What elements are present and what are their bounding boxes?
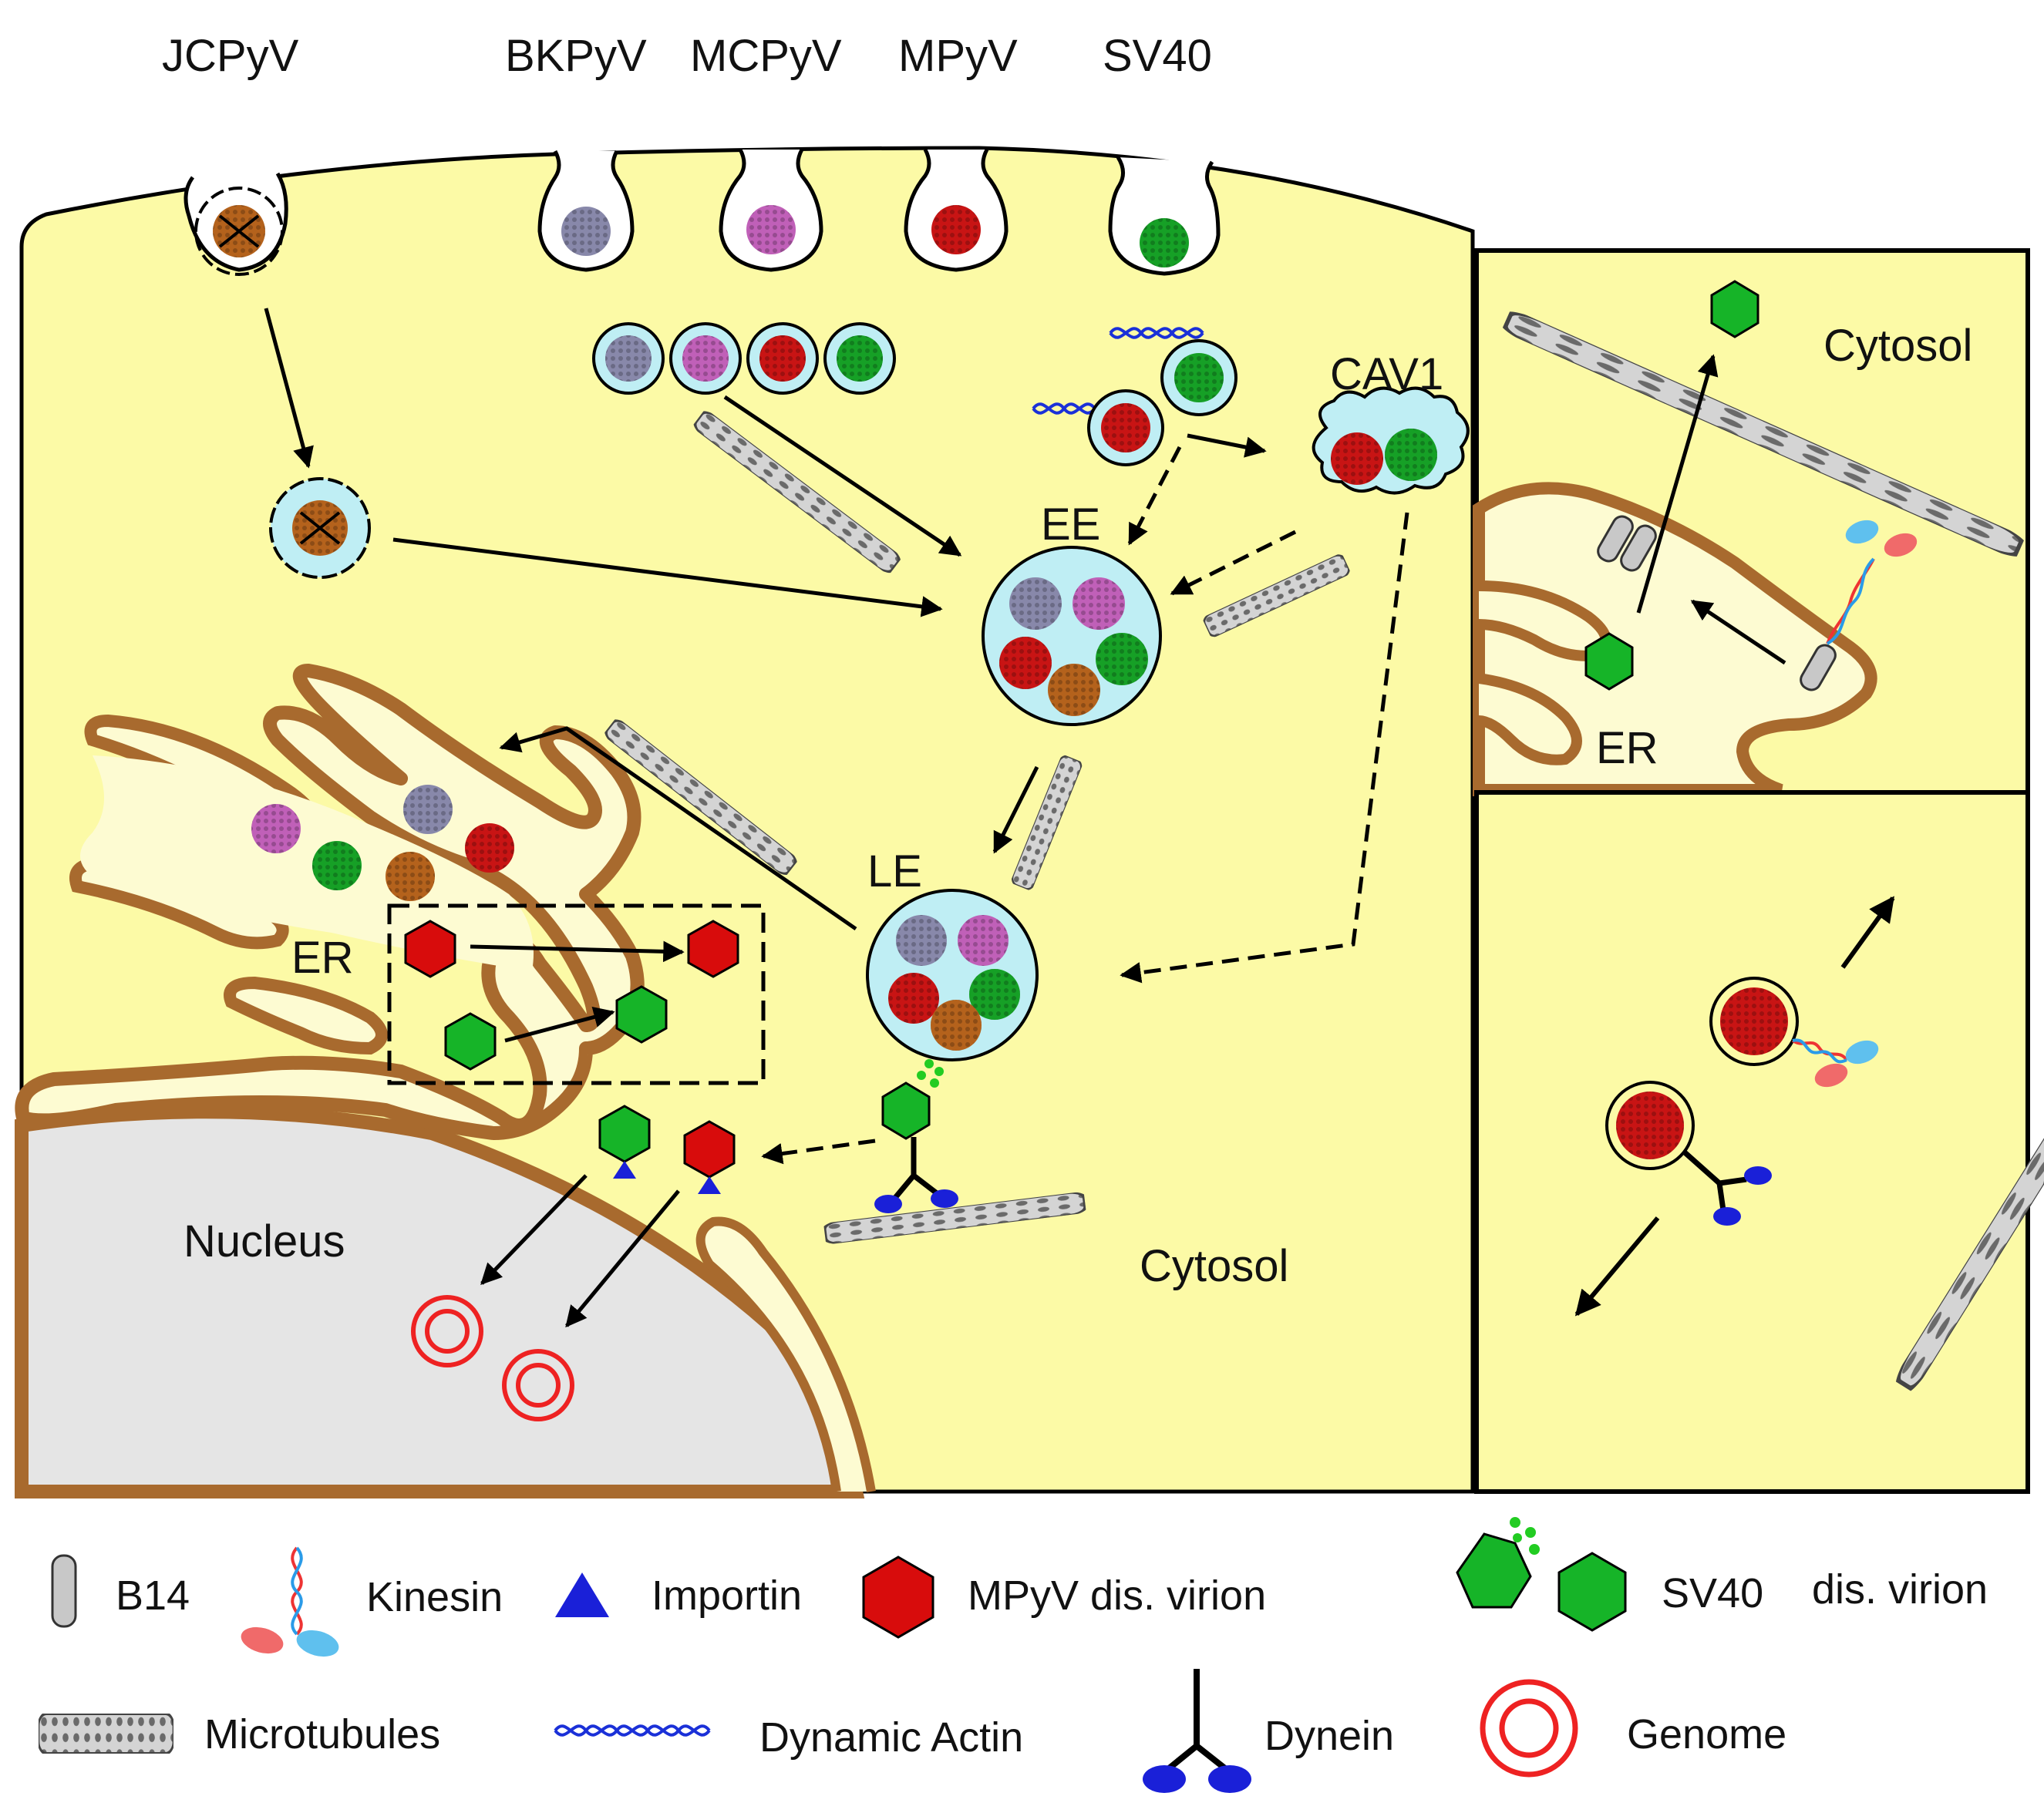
label-er: ER xyxy=(291,933,354,983)
legend-microtubule-icon xyxy=(39,1714,173,1754)
b14-channel xyxy=(1597,515,1657,572)
inset-bottom-panel xyxy=(1474,790,2044,1494)
sv40-hexagon-2 xyxy=(615,985,668,1044)
er-lumen-fill xyxy=(80,755,534,971)
legend-dis-virion-label: dis. virion xyxy=(1812,1566,1988,1613)
label-mcpyv: MCPyV xyxy=(690,31,842,81)
label-nucleus: Nucleus xyxy=(184,1216,345,1266)
inset-sv40-hexagon-cytosol xyxy=(1710,280,1759,338)
inset-label-cytosol: Cytosol xyxy=(1823,321,1972,371)
importin-2 xyxy=(698,1176,721,1194)
label-le: LE xyxy=(867,846,922,896)
legend-kinesin-icon xyxy=(241,1546,339,1657)
label-sv40: SV40 xyxy=(1103,31,1212,81)
inset-label-er: ER xyxy=(1596,723,1658,773)
label-jcpyv: JCPyV xyxy=(162,31,299,81)
legend-mpyv-hexagon-icon xyxy=(862,1556,934,1639)
legend-mpyv-label: MPyV dis. virion xyxy=(968,1572,1266,1619)
legend: B14 Kinesin Importin MPyV dis. virion SV… xyxy=(39,1517,1988,1793)
legend-dynein-icon xyxy=(1143,1669,1251,1793)
sv40-hexagon-1 xyxy=(444,1012,497,1071)
legend-microtubules-label: Microtubules xyxy=(204,1711,440,1758)
late-endosome xyxy=(866,889,1039,1061)
genome-1 xyxy=(411,1295,483,1367)
legend-importin-label: Importin xyxy=(652,1572,802,1619)
legend-sv40-label: SV40 xyxy=(1662,1570,1763,1616)
legend-genome-label: Genome xyxy=(1627,1711,1786,1758)
er-virions xyxy=(251,785,514,901)
inset-vesicle-kinesin xyxy=(1709,977,1879,1088)
sv40-dynein-complex xyxy=(874,1059,958,1213)
label-bkpyv: BKPyV xyxy=(505,31,647,81)
legend-importin-icon xyxy=(555,1572,609,1617)
early-endosome xyxy=(982,546,1162,726)
jcpyv-clathrin-vesicle xyxy=(269,477,371,579)
er-disassembly-box xyxy=(387,903,766,1085)
importin-1 xyxy=(613,1161,636,1179)
label-mpyv: MPyV xyxy=(898,31,1018,81)
legend-genome-icon xyxy=(1480,1679,1578,1778)
legend-b14-icon xyxy=(51,1554,77,1628)
nuclear-envelope-pore xyxy=(695,1216,876,1493)
inset-top-panel: Cytosol ER xyxy=(1473,248,2030,796)
cav1-caveosome xyxy=(1312,386,1470,495)
inset-sv40-hexagon-er xyxy=(1584,632,1634,691)
jcpyv-clathrin-pit xyxy=(184,172,288,276)
legend-dynein-label: Dynein xyxy=(1264,1713,1394,1759)
legend-actin-icon xyxy=(554,1724,711,1737)
label-cav1: CAV1 xyxy=(1330,349,1443,399)
label-cytosol: Cytosol xyxy=(1140,1241,1288,1291)
inset-er xyxy=(1473,482,1877,796)
b14-on-er xyxy=(1800,644,1837,691)
legend-kinesin-label: Kinesin xyxy=(366,1574,503,1620)
inset-kinesin xyxy=(1826,520,1918,645)
actin-vesicles xyxy=(1032,327,1238,466)
er-fold-3 xyxy=(224,976,388,1055)
legend-b14-label: B14 xyxy=(116,1572,190,1619)
label-ee: EE xyxy=(1041,500,1100,550)
legend-actin-label: Dynamic Actin xyxy=(759,1714,1023,1761)
sv40-disassembling-hexagon xyxy=(881,1081,931,1140)
inset-vesicle-dynein xyxy=(1605,1081,1772,1226)
mpyv-hexagon-2 xyxy=(687,920,739,978)
legend-sv40-disassembling-icon xyxy=(1456,1517,1540,1609)
endocytic-vesicle-row xyxy=(592,322,896,395)
main-cell-panel: CAV1 EE LE ER Nucleus Cytosol xyxy=(15,146,1475,1498)
genome-2 xyxy=(502,1349,574,1421)
caveolae xyxy=(537,148,1221,276)
pathway-arrows xyxy=(264,308,1409,1165)
mpyv-hexagon-1 xyxy=(404,920,456,978)
virus-labels: JCPyV BKPyV MCPyV MPyV SV40 xyxy=(162,31,1212,81)
legend-sv40-hexagon-icon xyxy=(1557,1552,1627,1632)
caveola-sv40 xyxy=(1108,156,1221,276)
